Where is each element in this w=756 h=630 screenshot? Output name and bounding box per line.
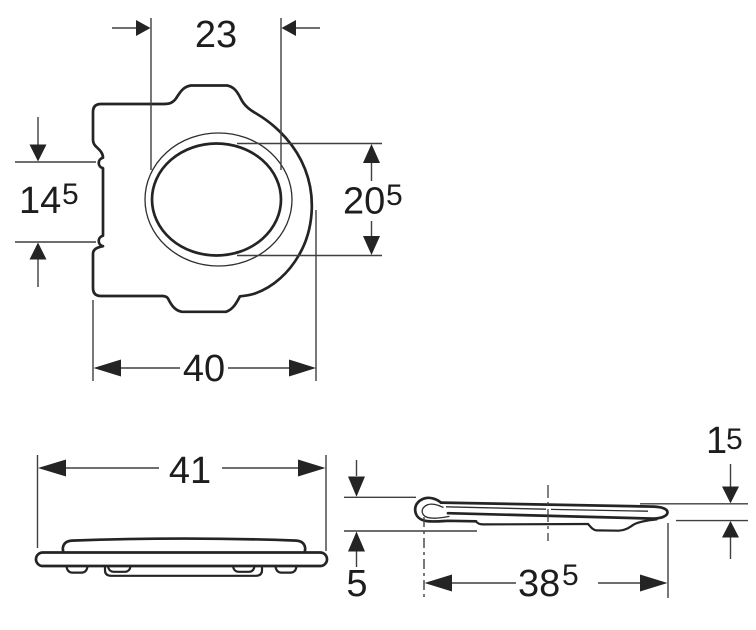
dim-opening-width: 23 [112, 14, 320, 170]
seat-ring-front [34, 551, 329, 568]
dim-depth-sup: 5 [562, 559, 579, 592]
arrowhead-down-icon [29, 144, 47, 162]
dim-depth-side: 38 5 [423, 517, 669, 605]
front-lip-curl-inner [421, 503, 450, 519]
dim-overall-height-side: 5 [344, 460, 477, 605]
front-lip-curl-outer [413, 496, 478, 523]
dim-hinge-span-value: 14 [19, 180, 61, 222]
seat-body-side [439, 501, 669, 520]
dim-rear-edge-thickness-sup: 5 [726, 423, 743, 456]
arrowhead-up-icon [29, 242, 47, 260]
arrowhead-left-icon [424, 574, 452, 592]
seat-opening [150, 142, 283, 257]
dim-opening-depth-value: 20 [343, 181, 385, 223]
dim-opening-depth-sup: 5 [386, 179, 403, 212]
arrowhead-right-icon [298, 459, 326, 477]
arrowhead-right-icon [640, 574, 668, 592]
dim-opening-depth: 20 5 [237, 142, 403, 257]
dim-hinge-span-sup: 5 [62, 178, 79, 211]
arrowhead-right-icon [289, 359, 316, 377]
dim-hinge-span: 14 5 [15, 117, 96, 287]
buffer-foot-right [274, 565, 298, 574]
dim-overall-width-front: 41 [36, 450, 327, 551]
dim-depth-value: 38 [518, 563, 560, 605]
dim-overall-height-value: 5 [346, 563, 367, 605]
arrowhead-left-icon [93, 359, 121, 377]
seat-under-edge [474, 520, 590, 526]
seat-surface-line [445, 506, 649, 512]
arrowhead-left-icon [281, 20, 296, 36]
arrowhead-left-icon [38, 459, 66, 477]
arrowhead-up-icon [363, 144, 380, 163]
buffer-side [586, 518, 658, 532]
front-view: 41 [34, 450, 329, 577]
dim-overall-width-top-value: 40 [183, 348, 225, 390]
dim-overall-width-top: 40 [92, 210, 317, 390]
dim-rear-edge-thickness-value: 1 [706, 420, 727, 462]
top-view: 23 14 5 20 5 40 [15, 14, 403, 390]
buffer-foot-left [65, 565, 89, 574]
buffer-bump-inner-left [106, 565, 132, 573]
seat-outline-top [91, 84, 314, 314]
buffer-bump-inner-right [231, 565, 256, 573]
arrowhead-down-icon [363, 236, 380, 255]
arrowhead-up-icon [722, 521, 739, 538]
arrowhead-right-icon [136, 20, 151, 36]
dim-opening-width-value: 23 [195, 14, 237, 56]
arrowhead-down-icon [722, 486, 739, 504]
dim-overall-width-front-value: 41 [169, 450, 211, 492]
arrowhead-up-icon [348, 531, 365, 552]
dim-rear-edge-thickness: 1 5 [640, 420, 748, 559]
arrowhead-down-icon [348, 476, 365, 497]
seat-underside-tray [103, 565, 264, 577]
seat-lid-profile [61, 537, 307, 554]
side-view: 5 1 5 38 5 [344, 420, 748, 605]
seat-opening-outer-ring [144, 132, 293, 267]
